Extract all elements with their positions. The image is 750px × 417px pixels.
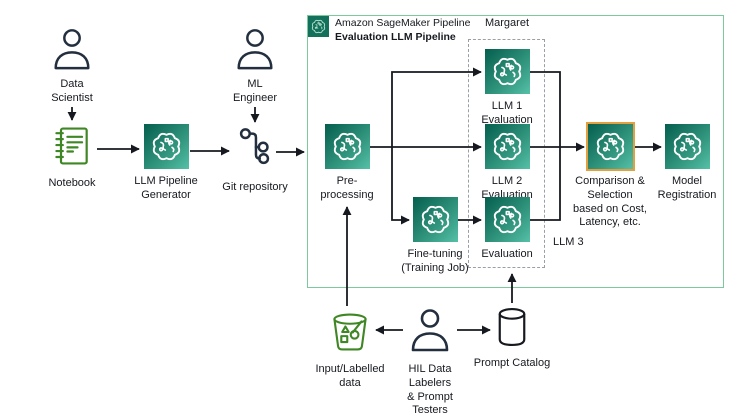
notebook-icon <box>50 124 94 171</box>
node-llm3-evaluation: Evaluation <box>457 197 557 262</box>
pipeline-title: Amazon SageMaker Pipeline <box>335 17 471 29</box>
sagemaker-brain-icon <box>143 124 189 169</box>
node-hil-team: HIL Data Labelers & Prompt Testers <box>380 306 480 417</box>
comparison-selection-label: Comparison & Selection based on Cost, La… <box>573 175 647 229</box>
connector-preproc-to-llm1 <box>391 67 482 147</box>
node-input-labelled-data: Input/Labelled data <box>300 310 400 391</box>
pipeline-subtitle: Evaluation LLM Pipeline <box>335 30 456 43</box>
node-notebook: Notebook <box>22 124 122 191</box>
connector-eval-merge <box>529 147 561 221</box>
sagemaker-brain-icon-highlighted <box>587 124 633 169</box>
node-fine-tuning: Fine-tuning (Training Job) <box>385 197 485 276</box>
connector-llm1-merge <box>529 71 561 147</box>
ml-engineer-label: ML Engineer <box>232 78 278 104</box>
node-data-scientist: Data Scientist <box>22 26 122 106</box>
git-branch-icon <box>235 126 275 175</box>
pipeline-header: Amazon SageMaker Pipeline Evaluation LLM… <box>308 16 470 44</box>
hil-team-label: HIL Data Labelers & Prompt Testers <box>407 363 453 417</box>
node-model-registration: Model Registration <box>637 124 737 203</box>
database-cylinder-icon <box>493 306 531 351</box>
person-icon <box>49 26 95 75</box>
sagemaker-brain-icon <box>664 124 710 169</box>
sagemaker-brain-icon <box>324 124 370 169</box>
input-labelled-data-label: Input/Labelled data <box>315 363 385 389</box>
person-icon <box>232 26 278 75</box>
person-icon <box>406 306 454 357</box>
margaret-group-label: Margaret <box>484 17 530 29</box>
sagemaker-brain-icon <box>412 197 458 242</box>
node-llm2-evaluation: LLM 2 Evaluation <box>457 124 557 203</box>
node-preprocessing: Pre- processing <box>297 124 397 203</box>
llm-pipeline-generator-label: LLM Pipeline Generator <box>134 175 198 201</box>
labelled-data-bucket-icon <box>328 310 372 357</box>
fine-tuning-label: Fine-tuning (Training Job) <box>401 248 469 274</box>
node-comparison-selection: Comparison & Selection based on Cost, La… <box>560 124 660 230</box>
llm3-side-label: LLM 3 <box>553 236 584 248</box>
model-registration-label: Model Registration <box>657 175 717 201</box>
node-llm-pipeline-generator: LLM Pipeline Generator <box>116 124 216 203</box>
node-prompt-catalog: Prompt Catalog <box>462 306 562 371</box>
preprocessing-label: Pre- processing <box>320 175 374 201</box>
llm3-evaluation-label: Evaluation <box>481 248 533 260</box>
notebook-label: Notebook <box>48 177 96 189</box>
sagemaker-brain-icon <box>484 124 530 169</box>
node-llm1-evaluation: LLM 1 Evaluation <box>457 49 557 128</box>
margaret-group-box <box>468 39 545 268</box>
data-scientist-label: Data Scientist <box>51 78 93 104</box>
sagemaker-brain-icon <box>484 197 530 242</box>
connector-preproc-to-finetune <box>391 147 410 225</box>
sagemaker-brain-icon <box>484 49 530 94</box>
prompt-catalog-label: Prompt Catalog <box>473 357 551 369</box>
sagemaker-pipeline-icon <box>308 16 329 37</box>
node-git-repository: Git repository <box>205 126 305 195</box>
git-repository-label: Git repository <box>222 181 288 193</box>
llm1-evaluation-label: LLM 1 Evaluation <box>481 100 533 126</box>
node-ml-engineer: ML Engineer <box>205 26 305 106</box>
